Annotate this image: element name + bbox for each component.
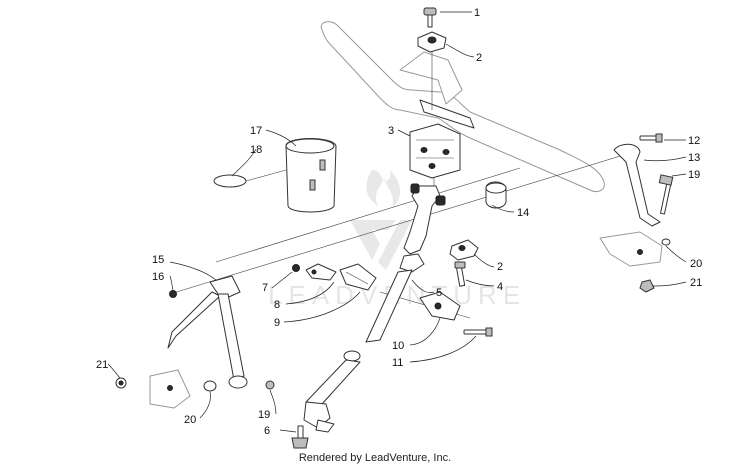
part-2-clamp-top — [417, 31, 447, 53]
callout-12: 12 — [688, 135, 700, 147]
part-14-bushing — [485, 181, 507, 209]
part-16-nut — [169, 290, 177, 298]
callout-2-lower: 2 — [497, 261, 503, 273]
part-7-nut — [292, 264, 300, 272]
part-8-link — [305, 263, 337, 281]
part-17-heat-sleeve — [285, 138, 337, 213]
part-2-clamp-lower — [449, 239, 479, 261]
part-5-steering-post — [303, 183, 446, 433]
callout-11: 11 — [392, 357, 403, 369]
callout-9: 9 — [274, 317, 280, 329]
handlebar — [320, 21, 605, 193]
part-10-tie-rod-end — [419, 291, 461, 321]
part-12-bolt — [639, 133, 663, 143]
part-3-steering-clamp — [409, 123, 461, 179]
part-19-bolt-right — [658, 174, 674, 215]
callout-16: 16 — [152, 271, 164, 283]
callout-19-left: 19 — [258, 409, 270, 421]
callout-19-right: 19 — [688, 169, 700, 181]
part-4-bolt — [454, 261, 466, 287]
callout-8: 8 — [274, 299, 280, 311]
callout-21-left: 21 — [96, 359, 108, 371]
callout-5: 5 — [436, 287, 442, 299]
callout-20-right: 20 — [690, 258, 702, 270]
callout-15: 15 — [152, 254, 164, 266]
leader-lines — [107, 11, 687, 433]
part-20-washer-right — [661, 238, 671, 246]
part-19-bolt-left — [265, 380, 275, 390]
part-6-bolt — [291, 425, 309, 449]
part-11-bolt — [463, 327, 493, 337]
part-15-pitman-arm — [167, 275, 248, 389]
part-21-nut-left — [115, 377, 127, 389]
callout-4: 4 — [497, 281, 503, 293]
callout-6: 6 — [264, 425, 270, 437]
part-13-steering-arm — [613, 143, 661, 227]
steering-arm-bracket-left — [149, 369, 191, 409]
callouts: 1 2 3 2 4 5 6 7 8 9 10 11 12 13 19 14 15… — [96, 7, 702, 437]
callout-1: 1 — [474, 7, 480, 19]
callout-10: 10 — [392, 340, 404, 352]
callout-2-top: 2 — [476, 52, 482, 64]
part-18-clip — [213, 169, 287, 188]
steering-arm-bracket-right — [599, 231, 663, 267]
callout-21-right: 21 — [690, 277, 702, 289]
callout-14: 14 — [517, 207, 529, 219]
callout-13: 13 — [688, 152, 700, 164]
part-21-nut-right — [639, 279, 655, 293]
part-1-bolt — [423, 7, 437, 28]
callout-20-left: 20 — [184, 414, 196, 426]
callout-18: 18 — [250, 144, 262, 156]
part-9-bracket — [339, 263, 377, 291]
part-20-washer-left — [203, 380, 217, 392]
callout-7: 7 — [262, 282, 268, 294]
callout-17: 17 — [250, 125, 262, 137]
callout-3: 3 — [388, 125, 394, 137]
render-credit: Rendered by LeadVenture, Inc. — [298, 452, 452, 464]
